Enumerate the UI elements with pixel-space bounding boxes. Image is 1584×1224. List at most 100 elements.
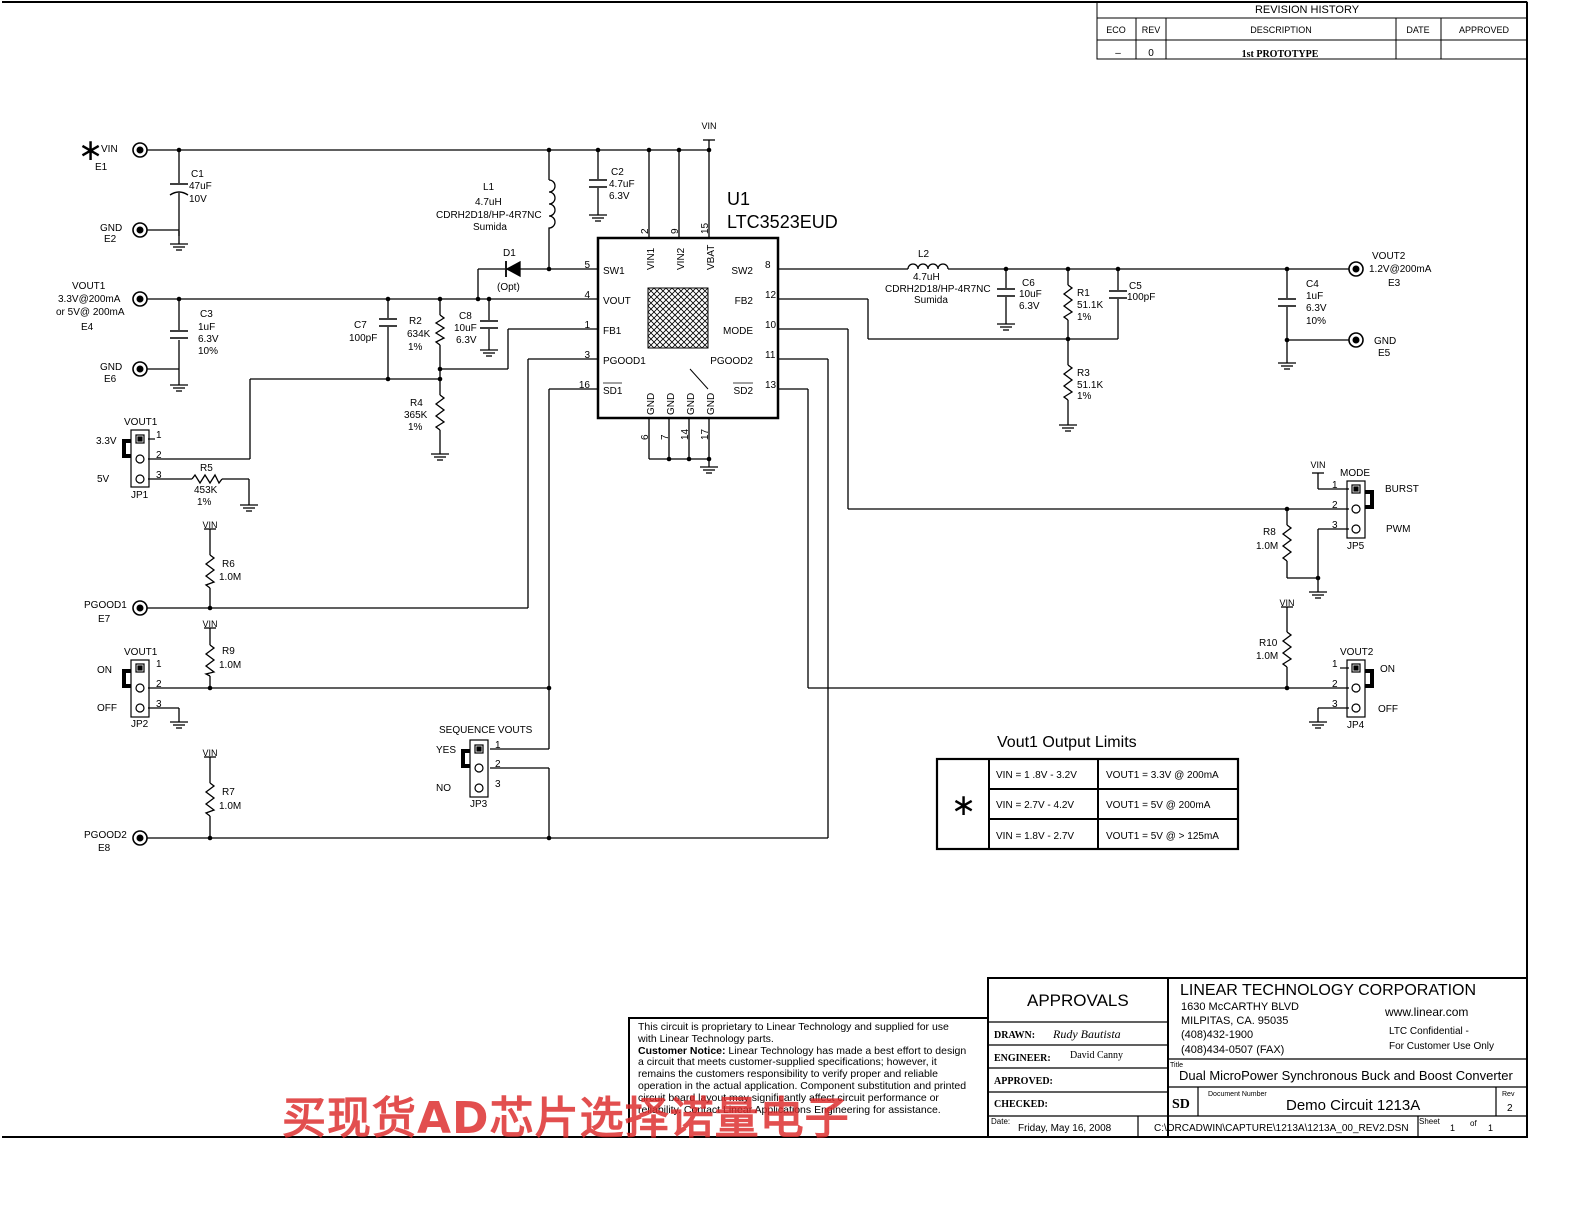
r9-label: R9 — [222, 646, 235, 657]
notice-bold: Customer Notice: — [638, 1044, 726, 1057]
junctions — [176, 147, 1321, 841]
r5-label: R5 — [200, 463, 213, 474]
pin-name: GND — [686, 393, 697, 415]
company-web: www.linear.com — [1384, 1005, 1468, 1019]
size-code: SD — [1172, 1097, 1190, 1112]
ground-symbols — [147, 206, 1328, 729]
r6-label: R6 — [222, 559, 235, 570]
c3-value: 1uF — [198, 322, 215, 333]
jp-pin: 3 — [1332, 699, 1338, 710]
rev-header: REV — [1142, 25, 1161, 35]
vin-label: VIN — [1310, 460, 1325, 470]
title-label: Title — [1170, 1062, 1183, 1069]
engineer-name: David Canny — [1070, 1050, 1123, 1061]
pin-name: MODE — [723, 326, 753, 337]
c2-value: 4.7uF — [609, 179, 635, 190]
d1-label: D1 — [503, 248, 516, 259]
terminal-name: VOUT1 — [72, 281, 106, 292]
pin-number: 8 — [765, 260, 771, 271]
r8-label: R8 — [1263, 527, 1276, 538]
r9-value: 1.0M — [219, 660, 241, 671]
r10-value: 1.0M — [1256, 651, 1278, 662]
pin-number: 15 — [700, 222, 711, 234]
c4-label: C4 — [1306, 279, 1319, 290]
vin-label: VIN — [202, 748, 217, 758]
notice-line1: This circuit is proprietary to Linear Te… — [638, 1021, 949, 1045]
vin-label: VIN — [1279, 598, 1294, 608]
pin-name: GND — [706, 393, 717, 415]
terminal-ref: E3 — [1388, 278, 1401, 289]
capacitors — [169, 179, 1296, 339]
pin-name: SW1 — [603, 266, 625, 277]
jp2-title: VOUT1 — [124, 647, 158, 658]
limits-cell: VIN = 2.7V - 4.2V — [996, 800, 1074, 811]
vin-label: VIN — [202, 520, 217, 530]
terminal-name: GND — [100, 362, 122, 373]
jp-pin: 3 — [156, 699, 162, 710]
pin-number: 1 — [584, 320, 590, 331]
pin-number: 7 — [660, 434, 671, 440]
d1-note: (Opt) — [497, 282, 520, 293]
pin-name: GND — [646, 393, 657, 415]
watermark: 买现货AD芯片选择诺量电子 — [282, 1093, 850, 1144]
company-name: LINEAR TECHNOLOGY CORPORATION — [1180, 982, 1476, 999]
jp3-opt1: YES — [436, 745, 456, 756]
limits-cell: VOUT1 = 5V @ > 125mA — [1106, 831, 1219, 842]
pin-number: 13 — [765, 380, 777, 391]
l1-value: 4.7uH — [475, 197, 502, 208]
jp-pin: 1 — [156, 430, 162, 441]
terminal-ref: E2 — [104, 234, 117, 245]
vin-supply-symbols: VIN VIN VIN VIN VIN VIN — [202, 121, 1325, 758]
diode-d1 — [505, 260, 521, 278]
docnum-label: Document Number — [1208, 1091, 1267, 1098]
r4-label: R4 — [410, 398, 423, 409]
terminal-ref: E4 — [81, 322, 94, 333]
confidential-2: For Customer Use Only — [1389, 1041, 1494, 1052]
rev-header: DESCRIPTION — [1250, 25, 1312, 35]
jp-pin: 3 — [495, 779, 501, 790]
pin-number: 10 — [765, 320, 777, 331]
jp-pin: 1 — [495, 740, 501, 751]
jp-pin: 1 — [156, 659, 162, 670]
pin-number: 2 — [640, 228, 651, 234]
engineer-label: ENGINEER: — [994, 1053, 1051, 1064]
company-fax: (408)434-0507 (FAX) — [1181, 1044, 1284, 1056]
terminal-text: or 5V@ 200mA — [56, 307, 125, 318]
rev-label: Rev — [1502, 1091, 1515, 1098]
sheet-total: 1 — [1488, 1123, 1493, 1133]
jp4-ref: JP4 — [1347, 720, 1365, 731]
c6-label: C6 — [1022, 278, 1035, 289]
terminal-text: 1.2V@200mA — [1369, 264, 1432, 275]
jp-pin: 1 — [1332, 480, 1338, 491]
pin-number: 9 — [670, 228, 681, 234]
c6-value: 10uF — [1019, 289, 1042, 300]
r5-value: 453K — [194, 485, 218, 496]
resistors — [191, 284, 1293, 817]
terminal-name: VIN — [101, 144, 118, 155]
r3-tol: 1% — [1077, 391, 1092, 402]
pin-number: 3 — [584, 350, 590, 361]
l2-label: L2 — [918, 249, 930, 260]
star-marker: ∗ — [951, 789, 976, 822]
r7-value: 1.0M — [219, 801, 241, 812]
c8-label: C8 — [459, 311, 472, 322]
pin-name: PGOOD1 — [603, 356, 646, 367]
pin-number: 6 — [640, 434, 651, 440]
jp5-title: MODE — [1340, 468, 1370, 479]
pin-number: 11 — [765, 350, 776, 361]
pin-name: SW2 — [731, 266, 753, 277]
jp4-opt2: OFF — [1378, 704, 1398, 715]
terminal-name: GND — [100, 223, 122, 234]
jp-pin: 2 — [1332, 500, 1338, 511]
limits-cell: VIN = 1.8V - 2.7V — [996, 831, 1074, 842]
r5-tol: 1% — [197, 497, 212, 508]
document-number: Demo Circuit 1213A — [1286, 1097, 1420, 1114]
terminal-ref: E6 — [104, 374, 117, 385]
jp-pin: 2 — [1332, 679, 1338, 690]
drawn-name: Rudy Bautista — [1052, 1027, 1121, 1041]
r1-value: 51.1K — [1077, 300, 1103, 311]
pin-number: 16 — [579, 380, 591, 391]
rev-cell: – — [1115, 48, 1121, 59]
jp2-ref: JP2 — [131, 719, 149, 730]
